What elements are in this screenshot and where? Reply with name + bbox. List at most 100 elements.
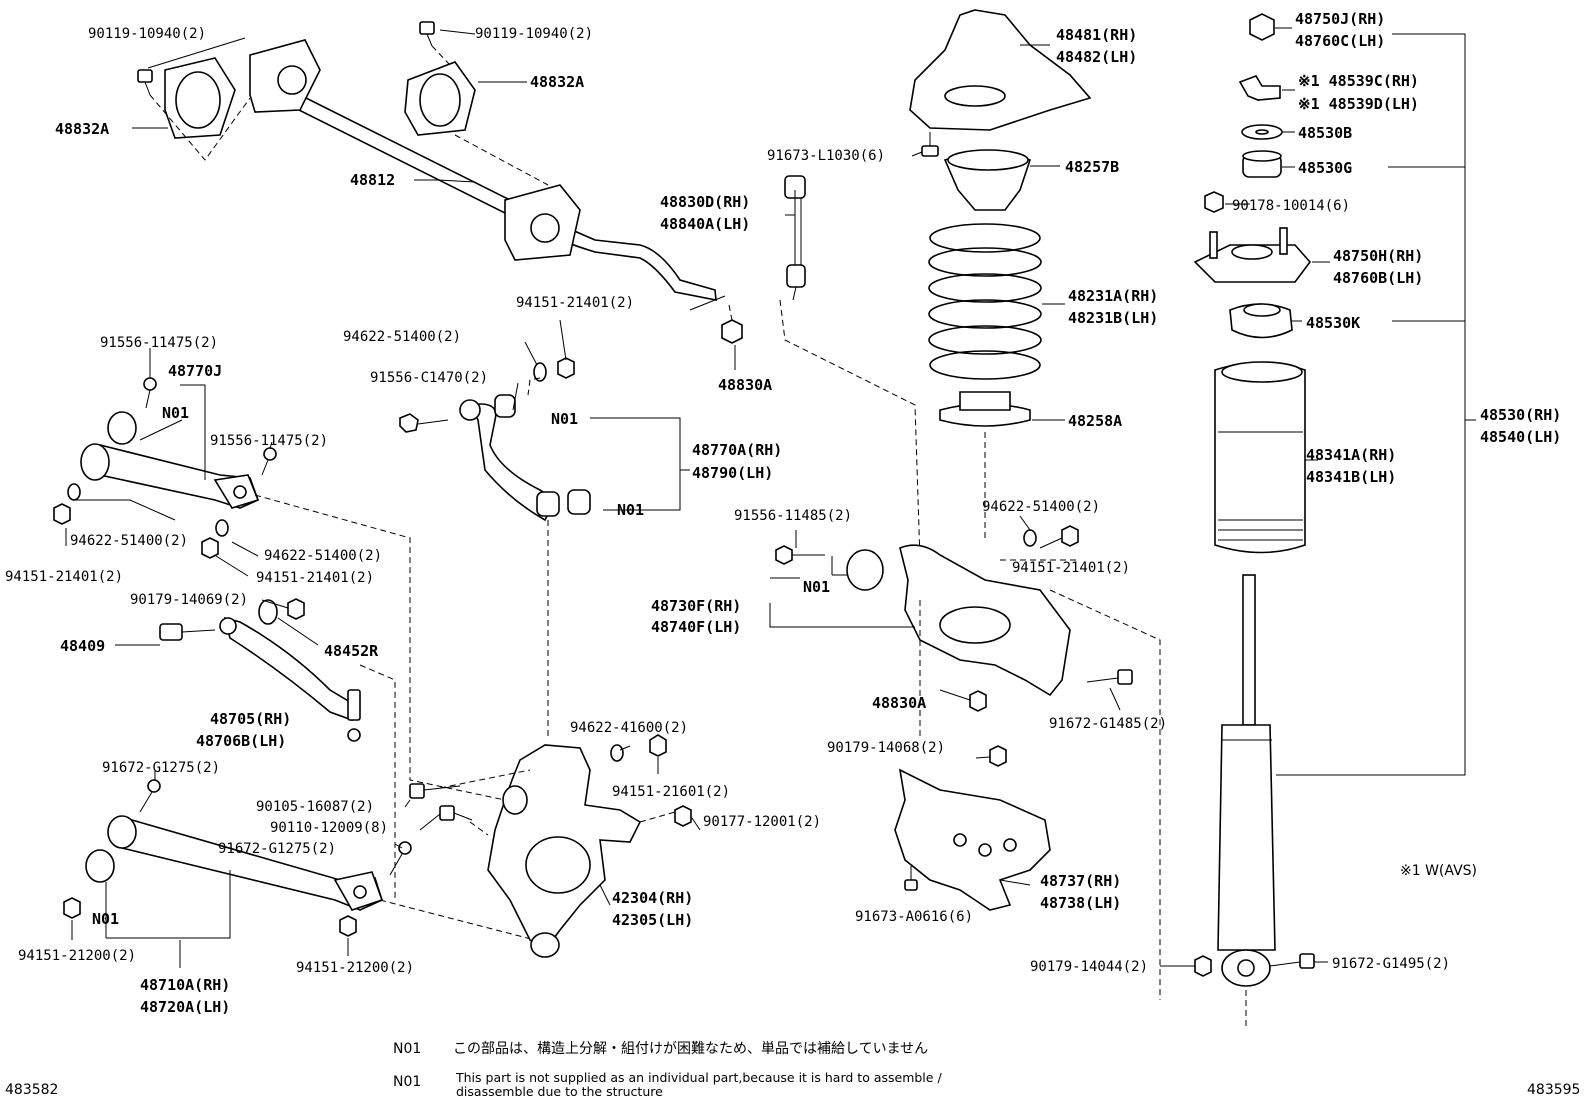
bushing-icon[interactable]: [536, 489, 591, 517]
nut-icon[interactable]: [674, 805, 692, 827]
upper-arm-48770a[interactable]: [468, 403, 557, 522]
bolt-icon[interactable]: [409, 783, 461, 799]
nut-icon[interactable]: [989, 745, 1007, 767]
washer-icon[interactable]: [610, 744, 624, 762]
part-number-label: 48530K: [1306, 314, 1360, 332]
part-number-label: 94622-51400(2): [982, 499, 1100, 515]
part-number-label: 48705(RH): [210, 710, 291, 728]
avs-note: ※1 W(AVS): [1400, 863, 1477, 879]
part-number-label: 48706B(LH): [196, 732, 286, 750]
part-number-label: 48720A(LH): [140, 998, 230, 1016]
washer-icon[interactable]: [533, 362, 547, 382]
part-number-label: 48740F(LH): [651, 618, 741, 636]
bracket-48539c[interactable]: [1238, 75, 1281, 101]
part-number-label: 94151-21601(2): [612, 784, 730, 800]
part-number-label: 48830D(RH): [660, 193, 750, 211]
coil-spring-48231a[interactable]: [928, 223, 1042, 380]
part-number-label: 94151-21401(2): [516, 295, 634, 311]
part-number-label: ※1 48539D(LH): [1298, 95, 1419, 113]
part-number-label: 94622-51400(2): [343, 329, 461, 345]
part-number-label: 90177-12001(2): [703, 814, 821, 830]
bolt-icon[interactable]: [261, 447, 277, 476]
bushing-icon[interactable]: [107, 411, 137, 445]
bolt-icon[interactable]: [389, 841, 412, 876]
stabilizer-link[interactable]: [784, 175, 806, 301]
bolt-icon[interactable]: [139, 779, 161, 813]
nut-icon[interactable]: [201, 537, 219, 559]
part-number-label: 48710A(RH): [140, 976, 230, 994]
bolt-icon[interactable]: [904, 866, 918, 891]
bolt-icon[interactable]: [399, 413, 449, 433]
leader-lines: [65, 27, 1476, 968]
n01-code-en: N01: [393, 1074, 421, 1090]
under-cover-48737[interactable]: [894, 768, 1051, 911]
part-number-label: 42305(LH): [612, 911, 693, 929]
stabilizer-bar-group: [137, 21, 806, 382]
nut-icon[interactable]: [339, 915, 357, 937]
stabilizer-bar[interactable]: [263, 78, 717, 301]
nut-icon[interactable]: [1194, 955, 1212, 977]
figure-id-left: 483582: [5, 1082, 58, 1098]
part-number-label: 48530B: [1298, 124, 1352, 142]
nut-icon[interactable]: [287, 598, 305, 620]
bolt-icon[interactable]: [347, 689, 361, 742]
washer-icon[interactable]: [215, 519, 229, 537]
lateral-arm-48770j-group: [53, 377, 506, 801]
bumper-48530k[interactable]: [1229, 303, 1293, 339]
nut-icon[interactable]: [969, 690, 987, 712]
nut-icon[interactable]: [63, 897, 81, 919]
nut-icon[interactable]: [649, 734, 667, 757]
toe-rod-48705[interactable]: [223, 616, 356, 722]
bolt-icon[interactable]: [775, 545, 825, 565]
part-number-label: 48530(RH): [1480, 406, 1561, 424]
bushing-icon[interactable]: [494, 394, 516, 418]
cushion-48530g[interactable]: [1242, 150, 1282, 178]
bolt-icon[interactable]: [419, 21, 435, 47]
washer-icon[interactable]: [67, 483, 81, 501]
washer-icon[interactable]: [1023, 529, 1037, 547]
part-number-label: 94151-21200(2): [296, 960, 414, 976]
bolt-icon[interactable]: [137, 69, 153, 96]
part-number-label: 48840A(LH): [660, 215, 750, 233]
nut-icon[interactable]: [557, 357, 575, 379]
nut-icon[interactable]: [1061, 525, 1079, 547]
shock-absorber-48530[interactable]: [1217, 574, 1276, 987]
part-number-label: 42304(RH): [612, 889, 693, 907]
bolt-icon[interactable]: [921, 132, 939, 157]
bolt-icon[interactable]: [1269, 953, 1315, 969]
washer-48530b[interactable]: [1241, 124, 1283, 140]
bushing-icon[interactable]: [85, 849, 115, 883]
bolt-icon[interactable]: [143, 377, 157, 409]
part-number-label: 48452R: [324, 642, 379, 660]
shock-absorber-group: [1193, 13, 1315, 1030]
part-number-label: 90179-14069(2): [130, 592, 248, 608]
nut-icon[interactable]: [1204, 191, 1224, 213]
support-48750h[interactable]: [1193, 227, 1312, 283]
part-number-label: 48750J(RH): [1295, 10, 1385, 28]
cam-icon[interactable]: [258, 599, 278, 625]
n01-marker: N01: [92, 910, 119, 928]
part-number-label: 48832A: [55, 120, 109, 138]
part-number-label: 48770A(RH): [692, 441, 782, 459]
bolt-icon[interactable]: [1086, 669, 1133, 685]
dust-boot-48341a[interactable]: [1214, 361, 1306, 554]
nut-icon[interactable]: [721, 319, 743, 344]
under-cover-group: [894, 768, 1051, 911]
n01-code-jp: N01: [393, 1041, 421, 1057]
bushing-icon[interactable]: [846, 549, 884, 591]
part-number-label: 48540(LH): [1480, 428, 1561, 446]
part-number-label: 48231B(LH): [1068, 309, 1158, 327]
n01-marker: N01: [803, 578, 830, 596]
part-number-label: 90119-10940(2): [475, 26, 593, 42]
bolt-icon[interactable]: [439, 805, 473, 821]
n01-text-en-line2: disassemble due to the structure: [456, 1084, 663, 1099]
nut-icon[interactable]: [53, 503, 71, 525]
part-number-label: 48341A(RH): [1306, 446, 1396, 464]
n01-text-en-line1: This part is not supplied as an individu…: [455, 1070, 942, 1085]
nut-icon[interactable]: [1249, 13, 1275, 41]
part-number-label: 48738(LH): [1040, 894, 1121, 912]
n01-marker: N01: [162, 404, 189, 422]
part-number-label: 94151-21401(2): [5, 569, 123, 585]
bolt-icon[interactable]: [159, 623, 216, 641]
part-number-label: 90178-10014(6): [1232, 198, 1350, 214]
